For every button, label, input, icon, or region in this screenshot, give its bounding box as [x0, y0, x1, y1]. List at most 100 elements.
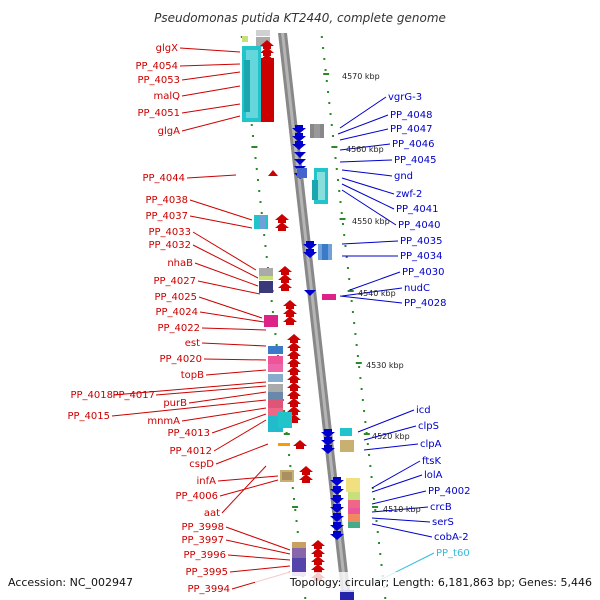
gene-label-left[interactable]: PP_4015 — [67, 411, 110, 422]
gene-label-right[interactable]: PP_4002 — [428, 486, 471, 497]
track-dot-right — [325, 80, 328, 82]
gene-label-left[interactable]: mnmA — [147, 416, 180, 427]
gene-arrow-left — [287, 382, 301, 391]
gene-label-right[interactable]: PP_4030 — [402, 267, 445, 278]
gene-bar-left — [260, 58, 274, 66]
gene-label-right[interactable]: clpS — [418, 421, 439, 432]
gene-arrow-left — [278, 282, 292, 291]
track-dot-right — [379, 553, 382, 555]
gene-label-left[interactable]: PP_4038 — [145, 195, 188, 206]
gene-label-right[interactable]: vgrG-3 — [388, 92, 422, 103]
gene-label-left[interactable]: PP_4022 — [157, 323, 200, 334]
gene-block — [340, 428, 352, 436]
gene-label-left[interactable]: PP_4033 — [148, 227, 191, 238]
gene-label-left[interactable]: PP_4006 — [175, 491, 218, 502]
leader-line-left — [113, 381, 267, 396]
ruler-major-tick — [363, 433, 370, 435]
track-dot-left — [255, 168, 258, 170]
track-dot-right — [324, 69, 327, 71]
gene-label-left[interactable]: PP_4020 — [159, 354, 202, 365]
track-dot-left — [258, 190, 261, 192]
gene-label-left[interactable]: PP_3997 — [181, 535, 224, 546]
gene-label-left[interactable]: PP_3996 — [183, 550, 226, 561]
gene-bar-left — [260, 114, 274, 122]
gene-label-left[interactable]: infA — [197, 476, 217, 487]
gene-arrow-right — [304, 290, 316, 296]
gene-label-left[interactable]: glgX — [156, 43, 178, 54]
gene-label-right[interactable]: PP_t60 — [436, 548, 470, 559]
gene-label-right[interactable]: crcB — [430, 502, 452, 513]
gene-label-left[interactable]: PP_4013 — [167, 428, 210, 439]
gene-label-left[interactable]: PP_4012 — [169, 446, 212, 457]
leader-line-left — [181, 71, 241, 81]
gene-label-left[interactable]: PP_4027 — [153, 276, 196, 287]
gene-label-right[interactable]: PP_4041 — [396, 204, 439, 215]
gene-label-left[interactable]: PP_3995 — [185, 567, 228, 578]
gene-bar-left — [260, 66, 274, 74]
gene-label-left[interactable]: nhaB — [167, 258, 193, 269]
gene-arrow-left — [311, 540, 325, 549]
gene-label-left[interactable]: PP_4037 — [145, 211, 188, 222]
gene-arrow-right — [330, 531, 344, 540]
gene-label-right[interactable]: serS — [432, 517, 454, 528]
track-dot-right — [350, 300, 353, 302]
gene-label-right[interactable]: icd — [416, 405, 431, 416]
gene-label-left[interactable]: aat — [204, 508, 220, 519]
gene-label-left[interactable]: PP_4032 — [148, 240, 191, 251]
gene-label-left[interactable]: PP_4024 — [155, 307, 198, 318]
gene-block — [242, 36, 248, 42]
track-dot-right — [336, 179, 339, 181]
gene-label-right[interactable]: ftsK — [422, 456, 441, 467]
gene-label-right[interactable]: nudC — [404, 283, 430, 294]
gene-block — [268, 400, 283, 408]
track-dot-right — [366, 443, 369, 445]
gene-arrow-left — [311, 564, 325, 573]
gene-label-right[interactable]: PP_4035 — [400, 236, 443, 247]
ruler-label-4550: 4550 kbp — [352, 217, 390, 226]
gene-label-left[interactable]: PP_4044 — [142, 173, 185, 184]
gene-label-left[interactable]: purB — [163, 398, 187, 409]
gene-label-left[interactable]: malQ — [153, 91, 180, 102]
gene-label-left[interactable]: cspD — [189, 459, 214, 470]
gene-label-right[interactable]: PP_4040 — [398, 220, 441, 231]
gene-label-left[interactable]: glgA — [158, 126, 180, 137]
gene-arrow-left — [287, 358, 301, 367]
gene-label-right[interactable]: gnd — [394, 171, 413, 182]
gene-block — [292, 542, 306, 548]
leader-line-right — [341, 183, 395, 210]
gene-block — [268, 408, 283, 416]
gene-label-left[interactable]: PP_4018 — [70, 390, 113, 401]
gene-label-left[interactable]: PP_4051 — [137, 108, 180, 119]
gene-arrow-left — [268, 170, 278, 176]
gene-label-left[interactable]: PP_3994 — [187, 584, 230, 595]
gene-label-left[interactable]: topB — [181, 370, 204, 381]
track-dot-left — [256, 179, 259, 181]
gene-label-right[interactable]: clpA — [420, 439, 442, 450]
gene-label-left[interactable]: PP_4053 — [137, 75, 180, 86]
track-dot-left — [260, 212, 263, 214]
gene-label-right[interactable]: PP_4028 — [404, 298, 447, 309]
gene-label-right[interactable]: cobA-2 — [434, 532, 469, 543]
gene-label-left[interactable]: PP_4025 — [154, 292, 197, 303]
gene-label-right[interactable]: PP_4034 — [400, 251, 443, 262]
track-dot-right — [363, 410, 366, 412]
ruler-major-tick — [339, 218, 346, 220]
gene-label-right[interactable]: PP_4048 — [390, 110, 433, 121]
track-dot-left — [271, 311, 274, 313]
gene-label-left[interactable]: PP_4017 — [112, 390, 155, 401]
leader-line-right — [341, 189, 397, 226]
gene-block — [244, 60, 250, 112]
gene-label-right[interactable]: PP_4047 — [390, 124, 433, 135]
leader-line-right — [363, 425, 417, 441]
gene-arrow-right — [330, 513, 344, 522]
gene-arrow-left — [260, 47, 274, 56]
gene-label-right[interactable]: zwf-2 — [396, 189, 422, 200]
gene-label-left[interactable]: PP_3998 — [181, 522, 224, 533]
gene-label-right[interactable]: PP_4045 — [394, 155, 437, 166]
gene-arrow-right — [303, 241, 317, 250]
gene-label-right[interactable]: lolA — [424, 470, 443, 481]
gene-block — [260, 215, 266, 229]
gene-label-right[interactable]: PP_4046 — [392, 139, 435, 150]
gene-label-left[interactable]: est — [185, 338, 200, 349]
gene-label-left[interactable]: PP_4054 — [135, 61, 178, 72]
